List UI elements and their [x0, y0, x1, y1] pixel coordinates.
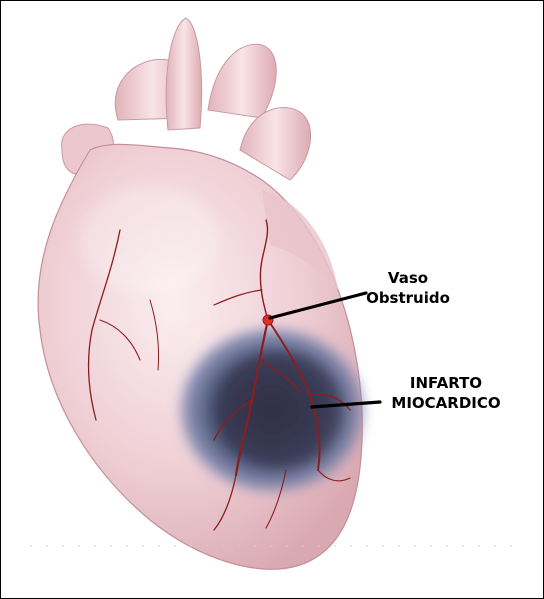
heart-highlight [80, 185, 220, 295]
obstructed-vessel-label-line2: Obstruido [362, 288, 454, 308]
infarct-label-line1: INFARTO [370, 373, 522, 393]
infarct-label: INFARTO MIOCARDICO [370, 373, 522, 413]
obstructed-vessel-label-line1: Vaso [362, 268, 454, 288]
obstructed-vessel-label: Vaso Obstruido [362, 268, 454, 308]
infarct-label-line2: MIOCARDICO [370, 393, 522, 413]
